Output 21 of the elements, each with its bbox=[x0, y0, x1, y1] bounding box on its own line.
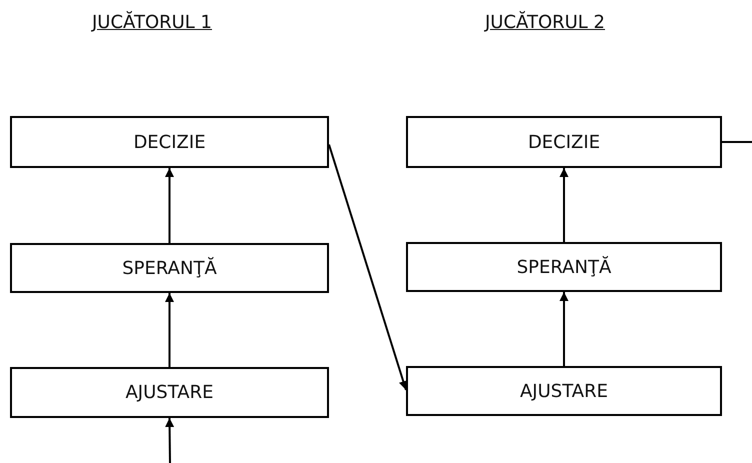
process-box bbox=[10, 243, 329, 293]
arrow bbox=[165, 293, 174, 367]
arrow bbox=[165, 418, 174, 463]
process-box bbox=[406, 242, 722, 292]
process-box bbox=[10, 367, 329, 418]
process-box bbox=[406, 366, 722, 416]
column-heading: JUCĂTORUL 2 bbox=[485, 12, 605, 33]
box-label: AJUSTARE bbox=[520, 380, 608, 402]
arrow bbox=[560, 168, 568, 242]
column-heading: JUCĂTORUL 1 bbox=[92, 12, 212, 33]
box-label: DECIZIE bbox=[528, 132, 600, 152]
process-box bbox=[406, 116, 722, 168]
arrow bbox=[560, 292, 568, 366]
process-box bbox=[10, 116, 329, 168]
connector-line bbox=[722, 141, 752, 143]
arrow bbox=[165, 168, 174, 243]
box-label: AJUSTARE bbox=[125, 382, 214, 403]
arrow bbox=[328, 144, 408, 390]
box-label: SPERANŢĂ bbox=[516, 256, 612, 278]
box-label: DECIZIE bbox=[133, 132, 206, 152]
box-label: SPERANŢĂ bbox=[122, 258, 217, 278]
